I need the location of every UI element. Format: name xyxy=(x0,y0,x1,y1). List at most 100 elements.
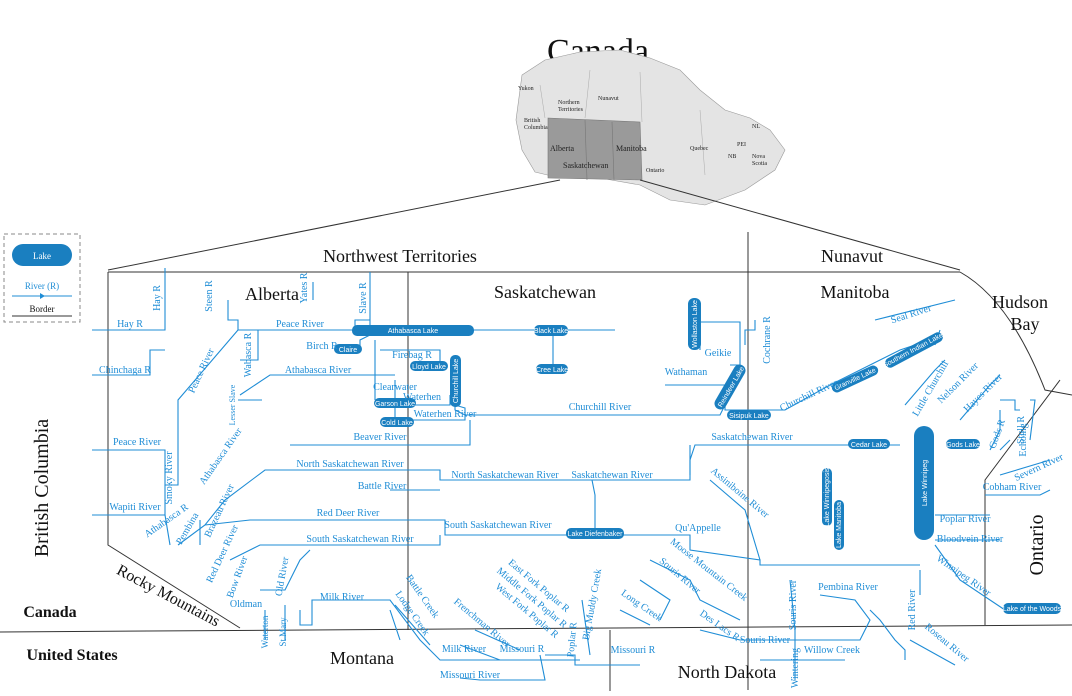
label-wathaman: Wathaman xyxy=(665,367,708,378)
zoom-lines xyxy=(107,179,961,271)
svg-text:Churchill Lake: Churchill Lake xyxy=(453,359,460,403)
lake-black: Black Lake xyxy=(534,325,568,336)
label-peace-river-v: Peace River xyxy=(187,346,218,395)
label-willow-creek: Willow Creek xyxy=(804,645,860,656)
inset-pei: PEI xyxy=(737,142,746,148)
lake-claire: Claire xyxy=(334,344,362,354)
legend: Lake River (R) Border xyxy=(3,233,81,323)
legend-box xyxy=(3,233,81,323)
region-bc: British Columbia xyxy=(31,419,53,557)
inset-yukon: Yukon xyxy=(518,86,534,92)
label-churchill-river-mb: Churchill River xyxy=(778,377,840,414)
lake-of-the-woods: Lake of the Woods xyxy=(1003,603,1062,614)
legend-lake-label: Lake xyxy=(33,251,51,261)
inset-bc-1: British xyxy=(524,118,540,124)
region-manitoba: Manitoba xyxy=(821,282,890,302)
lake-athabasca: Athabasca Lake xyxy=(352,325,474,336)
label-roseau-river: Roseau River xyxy=(922,621,971,665)
lakes: Athabasca Lake Black Lake Claire Cree La… xyxy=(334,298,1062,614)
svg-text:Cold Lake: Cold Lake xyxy=(381,420,413,427)
border-hudson xyxy=(959,271,1072,396)
region-hudson: Hudson xyxy=(992,292,1048,312)
inset-northern-territories-1: Northern xyxy=(558,100,580,106)
lake-sisipuk: Sisipuk Lake xyxy=(727,410,771,420)
label-pembina-river: Pembina River xyxy=(818,582,878,593)
svg-text:Lake Manitoba: Lake Manitoba xyxy=(836,502,843,548)
label-old-river: Old River xyxy=(274,555,292,597)
lake-southern-indian: Southern Indian Lake xyxy=(882,332,944,369)
label-red-deer-river: Red Deer River xyxy=(317,508,380,519)
svg-text:Sisipuk Lake: Sisipuk Lake xyxy=(729,413,769,420)
borders xyxy=(0,232,1072,691)
svg-text:Lake of the Woods: Lake of the Woods xyxy=(1003,606,1062,613)
svg-text:Wollaston Lake: Wollaston Lake xyxy=(692,300,699,348)
svg-text:Lake Winnipegosis: Lake Winnipegosis xyxy=(824,467,831,526)
inset-ontario: Ontario xyxy=(646,168,664,174)
region-nunavut: Nunavut xyxy=(821,246,883,266)
label-st-mary: St.Mary xyxy=(278,617,288,647)
label-souris-river-3: Souris River xyxy=(788,579,799,630)
label-long-creek: Long Creek xyxy=(619,588,664,624)
label-north-saskatchewan-river: North Saskatchewan River xyxy=(296,459,404,470)
lake-reindeer: Reindeer Lake xyxy=(714,364,746,410)
svg-text:Claire: Claire xyxy=(339,347,357,354)
region-saskatchewan: Saskatchewan xyxy=(494,282,596,302)
inset-bc-2: Columbia xyxy=(524,125,548,131)
label-north-saskatchewan-river-2: North Saskatchewan River xyxy=(451,470,559,481)
label-poplar-river: Poplar River xyxy=(940,514,991,525)
border-canada-us xyxy=(0,624,1072,633)
label-waterton: Waterton xyxy=(260,615,270,648)
region-nwt: Northwest Territories xyxy=(323,246,477,266)
svg-text:Southern Indian Lake: Southern Indian Lake xyxy=(882,332,944,369)
label-hay-r: Hay R xyxy=(117,319,143,330)
label-quappelle: Qu'Appelle xyxy=(675,523,721,534)
label-saskatchewan-river-mb: Saskatchewan River xyxy=(711,432,793,443)
label-athabasca-river-v: Athabasca River xyxy=(197,426,244,487)
label-bloodvein-river: Bloodvein River xyxy=(937,534,1004,545)
region-bay: Bay xyxy=(1011,314,1040,334)
svg-text:Lake Diefenbaker: Lake Diefenbaker xyxy=(568,531,624,538)
lake-winnipegosis: Lake Winnipegosis xyxy=(822,467,832,526)
region-montana: Montana xyxy=(330,648,394,668)
inset-manitoba: Manitoba xyxy=(616,144,647,153)
label-missouri-river: Missouri River xyxy=(440,670,501,681)
svg-text:Lloyd Lake: Lloyd Lake xyxy=(412,364,446,371)
label-stull-r: Stull R xyxy=(1016,416,1027,444)
label-smoky-river: Smoky River xyxy=(164,451,175,505)
lake-diefenbaker: Lake Diefenbaker xyxy=(566,528,624,539)
svg-text:Black Lake: Black Lake xyxy=(534,328,568,335)
inset-nova-scotia-1: Nova xyxy=(752,154,765,160)
inset-nunavut: Nunavut xyxy=(598,96,619,102)
label-winnipeg-river: Winnipeg River xyxy=(934,553,993,599)
label-assiniboine-river: Assiniboine River xyxy=(708,466,771,521)
inset-nl: NL xyxy=(752,124,760,130)
legend-river-label: River (R) xyxy=(25,281,59,291)
svg-text:Gods Lake: Gods Lake xyxy=(946,442,980,449)
lake-garson: Garson Lake xyxy=(374,398,416,408)
label-peace-river: Peace River xyxy=(276,319,325,330)
label-athabasca-river: Athabasca River xyxy=(285,365,352,376)
label-yates-r: Yates R xyxy=(299,272,310,303)
region-united-states: United States xyxy=(26,647,117,664)
lake-cold: Cold Lake xyxy=(380,417,414,427)
svg-text:Athabasca Lake: Athabasca Lake xyxy=(388,328,438,335)
label-missouri-r-2: Missouri R xyxy=(611,645,656,656)
label-battle-river: Battle River xyxy=(358,481,407,492)
region-alberta: Alberta xyxy=(245,284,299,304)
label-seal-river: Seal River xyxy=(890,303,934,327)
lake-wollaston: Wollaston Lake xyxy=(688,298,701,350)
label-cobham-river: Cobham River xyxy=(983,482,1042,493)
lake-gods: Gods Lake xyxy=(946,439,980,449)
lake-cree: Cree Lake xyxy=(536,364,568,374)
inset-nb: NB xyxy=(728,154,736,160)
label-south-saskatchewan-river-2: South Saskatchewan River xyxy=(306,534,414,545)
label-milk-river: Milk River xyxy=(320,592,365,603)
label-big-muddy-creek: Big Muddy Creek xyxy=(581,568,604,641)
svg-text:Cree Lake: Cree Lake xyxy=(536,367,568,374)
lake-granville: Granville Lake xyxy=(831,365,879,393)
border-west-bc xyxy=(107,272,241,629)
label-wapiti-river: Wapiti River xyxy=(109,502,161,513)
inset-canada-map: Yukon Northern Territories Nunavut Briti… xyxy=(515,49,786,206)
label-lesser-slave: Lesser Slave xyxy=(228,384,237,425)
label-south-saskatchewan-river: South Saskatchewan River xyxy=(444,520,552,531)
